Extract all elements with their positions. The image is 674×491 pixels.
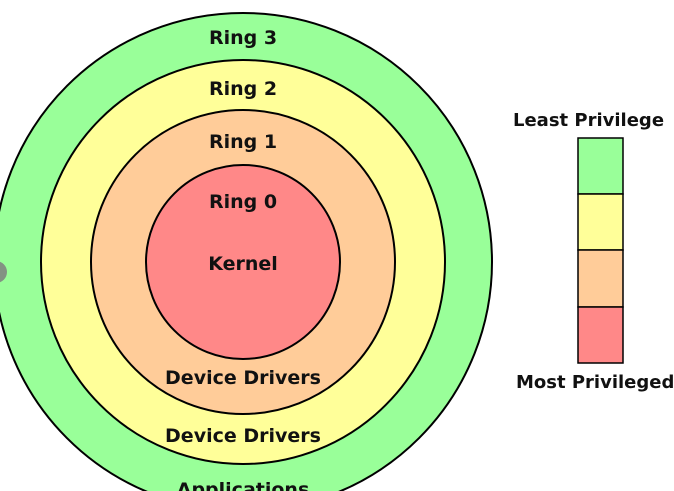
side-handle	[0, 261, 7, 283]
ring-0-label: Ring 0	[209, 191, 277, 213]
legend-top-label: Least Privilege	[513, 110, 664, 131]
ring-2-label: Ring 2	[209, 78, 277, 100]
legend-bottom-label: Most Privileged	[516, 372, 674, 393]
legend-swatch-most	[577, 306, 624, 364]
legend-swatch-high	[577, 249, 624, 308]
ring-0-area	[145, 164, 341, 360]
ring-1-description: Device Drivers	[165, 367, 321, 389]
ring-2-description: Device Drivers	[165, 425, 321, 447]
ring-0-description: Kernel	[208, 253, 278, 275]
ring-3-label: Ring 3	[209, 27, 277, 49]
legend-swatch-least	[577, 137, 624, 195]
ring-3-description: Applications	[177, 479, 310, 491]
legend-swatch-low	[577, 193, 624, 251]
ring-1-label: Ring 1	[209, 131, 277, 153]
